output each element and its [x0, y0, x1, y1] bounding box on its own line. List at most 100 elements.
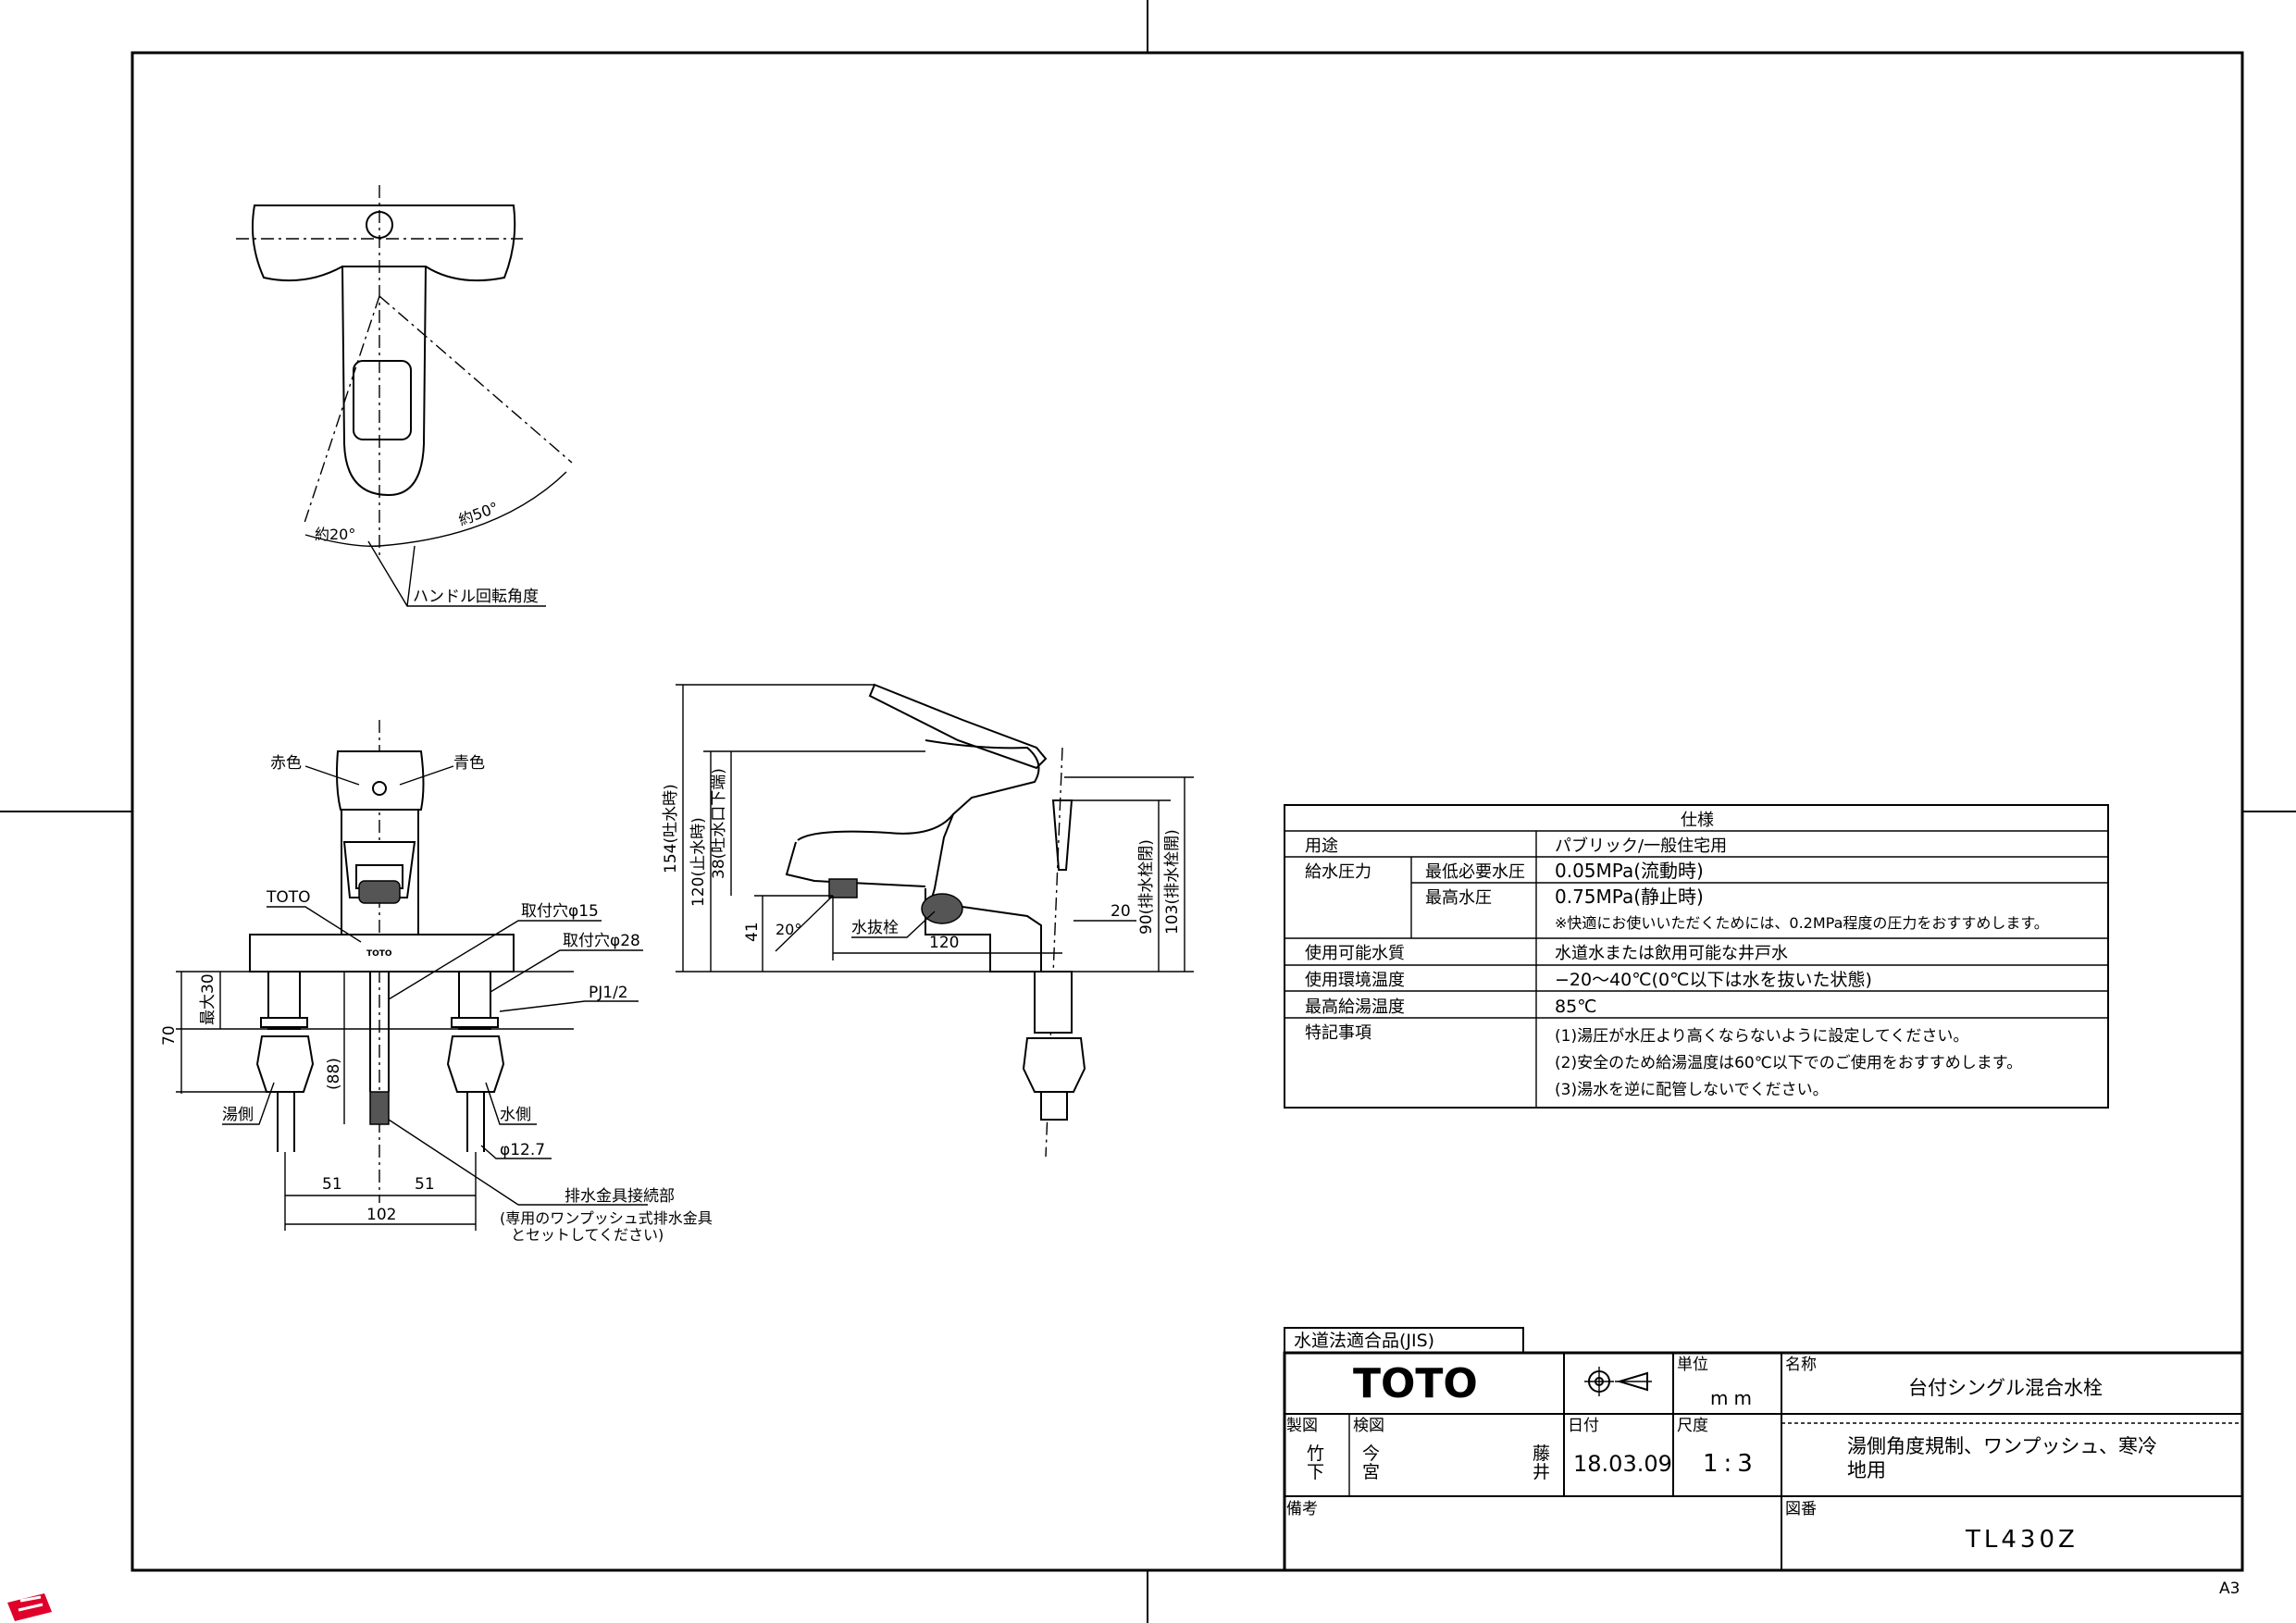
spout-bottom [785, 841, 926, 887]
dim90-label: 90(排水栓閉) [1137, 839, 1156, 935]
scale-value: 1:3 [1703, 1450, 1758, 1478]
dim51a-label: 51 [322, 1175, 342, 1194]
arc-hot [304, 534, 380, 547]
spec-label: 最高給湯温度 [1305, 997, 1405, 1017]
spec-value: パブリック/一般住宅用 [1555, 836, 1727, 856]
dim120b-label: 120 [929, 934, 959, 952]
top-view: 約20° 約50° ハンドル回転角度 [236, 185, 573, 607]
corner-logo-icon [7, 1593, 52, 1621]
spec-label: 用途 [1305, 836, 1338, 856]
drain-connector [369, 1091, 390, 1125]
hot-nut [255, 1035, 315, 1093]
front-view: TOTO 赤色 青色 TOTO 取付穴φ15 取付穴φ28 PJ1/2 [160, 720, 713, 1244]
body-back [925, 739, 1040, 922]
drain-title: 排水金具接続部 [565, 1187, 675, 1206]
dim120-label: 120(止水時) [689, 817, 708, 907]
angle20-label: 20° [776, 921, 801, 938]
drawn-name-2: 下 [1307, 1462, 1324, 1482]
max30-label: 最大30 [199, 973, 217, 1025]
spec-value: −20〜40℃(0℃以下は水を抜いた状態) [1555, 970, 1872, 990]
side-view: 154(吐水時) 120(止水時) 38(吐水口下端) 41 20° 120 水… [662, 683, 1194, 1158]
toto-label: TOTO [266, 888, 311, 907]
hot-side-label: 湯側 [222, 1106, 254, 1124]
drain-note-2: とセットしてください) [511, 1226, 664, 1244]
drain-note-1: (専用のワンプッシュ式排水金具 [500, 1209, 713, 1227]
drawing-number: TL430Z [1965, 1526, 2079, 1554]
cold-nut [446, 1035, 505, 1093]
remarks-label: 備考 [1286, 1500, 1318, 1518]
drawn-label: 製図 [1286, 1417, 1318, 1435]
name-label: 名称 [1785, 1356, 1817, 1374]
drain-plug-icon [921, 893, 963, 924]
spec-sub: 最高水圧 [1425, 888, 1492, 908]
date-label: 日付 [1568, 1417, 1599, 1435]
description-line-2: 地用 [1847, 1459, 1886, 1481]
dim88-label: (88) [325, 1058, 343, 1090]
sheet-size-mark: A3 [2219, 1580, 2240, 1598]
angle-line-cold [379, 295, 573, 464]
drawn-name-1: 竹 [1307, 1443, 1324, 1464]
red-label: 赤色 [270, 754, 302, 773]
spec-label: 使用環境温度 [1305, 971, 1405, 990]
dim38-label: 38(吐水口下端) [710, 768, 728, 879]
side-center-line [1045, 747, 1063, 1158]
spec-label: 使用可能水質 [1305, 944, 1405, 963]
name-value: 台付シングル混合水栓 [1908, 1377, 2103, 1399]
arc-cold [379, 471, 567, 547]
drawing-number-label: 図番 [1785, 1500, 1817, 1518]
dim70-label: 70 [160, 1025, 179, 1046]
spec-value: (2)安全のため給湯温度は60℃以下でのご使用をおすすめします。 [1555, 1053, 2022, 1072]
blue-label: 青色 [453, 754, 485, 773]
jis-label: 水道法適合品(JIS) [1294, 1331, 1434, 1351]
handle-angle-label: ハンドル回転角度 [413, 588, 539, 606]
drain-knob [1051, 799, 1074, 871]
check-label: 検図 [1353, 1417, 1384, 1435]
projection-symbol-icon [1584, 1367, 1652, 1396]
spec-value: 0.75MPa(静止時) [1555, 886, 1704, 908]
spec-title: 仕様 [1681, 811, 1714, 830]
toto-logo: TOTO [1353, 1360, 1478, 1407]
spec-value: 水道水または飲用可能な井戸水 [1555, 944, 1788, 963]
aerator-side [828, 878, 858, 898]
spec-table: 仕様 用途 給水圧力 最低必要水圧 最高水圧 使用可能水質 使用環境温度 最高給… [1284, 804, 2109, 1109]
aerator-icon [358, 880, 401, 904]
hole28-label: 取付穴φ28 [563, 932, 640, 950]
dim20-label: 20 [1111, 902, 1131, 921]
spout-top [797, 813, 954, 841]
base-logo: TOTO [366, 949, 392, 959]
dim41-label: 41 [743, 922, 762, 942]
sheet-border [130, 51, 2244, 1572]
drain-plug-label: 水抜栓 [851, 919, 899, 937]
check-name-1: 今 [1362, 1443, 1380, 1464]
hole15-label: 取付穴φ15 [521, 902, 599, 921]
description-line-1: 湯側角度規制、ワンプッシュ、寒冷 [1847, 1435, 2157, 1457]
approve-name-1: 藤 [1533, 1443, 1550, 1464]
lever-open [868, 683, 1048, 770]
lever-body [341, 265, 427, 497]
dim103-label: 103(排水栓開) [1163, 829, 1182, 935]
cold-side-label: 水側 [500, 1106, 531, 1124]
spec-label: 特記事項 [1305, 1023, 1371, 1043]
spec-value: (1)湯圧が水圧より高くならないように設定してください。 [1555, 1027, 1968, 1046]
title-block: 水道法適合品(JIS) TOTO 単位 mm 名称 台付シングル混合水栓 製図 … [1283, 1327, 2244, 1572]
scale-label: 尺度 [1677, 1417, 1708, 1435]
spec-sub: 最低必要水圧 [1425, 862, 1525, 882]
unit-value: mm [1710, 1387, 1757, 1409]
spec-label: 給水圧力 [1305, 862, 1371, 882]
front-handle [336, 750, 425, 811]
unit-label: 単位 [1677, 1356, 1708, 1374]
spec-note: ※快適にお使いいただくためには、0.2MPa程度の圧力をおすすめします。 [1555, 914, 2049, 932]
angle-hot-label: 約20° [315, 526, 355, 543]
lever-window [353, 360, 412, 440]
handle-outline [251, 204, 516, 282]
pipe-label: φ12.7 [500, 1141, 545, 1159]
spec-value: 0.05MPa(流動時) [1555, 860, 1704, 882]
date-value: 18.03.09 [1573, 1451, 1672, 1477]
angle-cold-label: 約50° [456, 499, 501, 529]
spec-value: (3)湯水を逆に配管しないでください。 [1555, 1081, 1829, 1099]
pj-label: PJ1/2 [589, 984, 628, 1002]
angle-line-hot [303, 295, 380, 527]
dim51b-label: 51 [415, 1175, 435, 1194]
dim102-label: 102 [366, 1206, 396, 1224]
